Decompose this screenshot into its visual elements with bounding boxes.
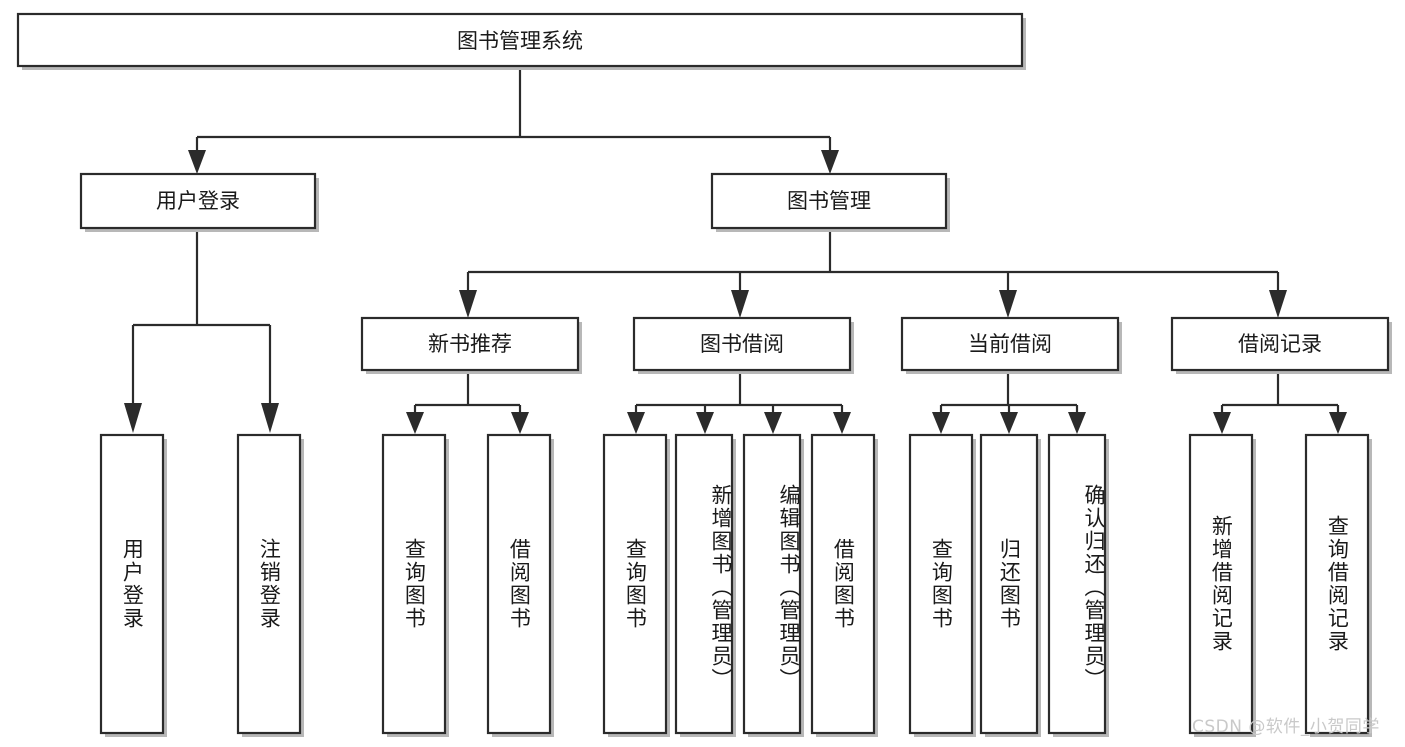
node-book-manage-box[interactable] <box>710 172 948 230</box>
node-borrow-record-label: 借阅记录 <box>1238 332 1322 356</box>
node-root-label: 图书管理系统 <box>457 29 583 53</box>
node-user-login-box[interactable] <box>79 172 317 230</box>
arrow-head-leaf-user-logout <box>261 403 279 433</box>
node-book-manage[interactable]: 图书管理 <box>710 172 950 232</box>
arrow-head-leaf-query-book-1 <box>406 412 424 434</box>
leaf-query-book-1-box[interactable] <box>381 433 447 735</box>
node-new-book-recommend-label: 新书推荐 <box>428 332 512 356</box>
arrow-head-borrow-record <box>1269 290 1287 318</box>
node-new-book-recommend-box[interactable] <box>360 316 580 372</box>
leaf-query-record-box[interactable] <box>1304 433 1370 735</box>
leaf-add-book-box[interactable] <box>674 433 734 735</box>
node-book-borrow-label: 图书借阅 <box>700 332 784 356</box>
node-current-borrow-box[interactable] <box>900 316 1120 372</box>
arrow-head-leaf-borrow-book-2 <box>833 412 851 434</box>
arrow-head-leaf-confirm-return <box>1068 412 1086 434</box>
leaf-edit-book-box[interactable] <box>742 433 802 735</box>
node-borrow-record-box[interactable] <box>1170 316 1390 372</box>
arrow-head-current-borrow <box>999 290 1017 318</box>
leaf-query-book-2-box[interactable] <box>602 433 668 735</box>
edges-group <box>124 66 1347 434</box>
arrow-head-leaf-query-book-2 <box>627 412 645 434</box>
arrow-head-new-book-recommend <box>459 290 477 318</box>
leaf-boxes-group <box>99 433 1372 737</box>
leaf-return-book-box[interactable] <box>979 433 1039 735</box>
leaf-confirm-return-box[interactable] <box>1047 433 1107 735</box>
arrow-head-book-manage <box>821 150 839 174</box>
leaf-borrow-book-1-box[interactable] <box>486 433 552 735</box>
arrow-head-user-login <box>188 150 206 174</box>
node-user-login-label: 用户登录 <box>156 189 240 213</box>
node-root-box[interactable] <box>16 12 1024 68</box>
csdn-watermark: CSDN @软件_小贺同学 <box>1192 717 1380 737</box>
arrow-head-leaf-query-record <box>1329 412 1347 434</box>
arrow-head-leaf-add-record <box>1213 412 1231 434</box>
node-book-manage-label: 图书管理 <box>787 189 871 213</box>
leaf-query-book-3-box[interactable] <box>908 433 974 735</box>
arrow-head-leaf-add-book <box>696 412 714 434</box>
node-book-borrow[interactable]: 图书借阅 <box>632 316 854 374</box>
node-current-borrow[interactable]: 当前借阅 <box>900 316 1122 374</box>
node-new-book-recommend[interactable]: 新书推荐 <box>360 316 582 374</box>
arrow-head-leaf-user-login <box>124 403 142 433</box>
arrow-head-leaf-query-book-3 <box>932 412 950 434</box>
node-current-borrow-label: 当前借阅 <box>968 332 1052 356</box>
node-root[interactable]: 图书管理系统 <box>16 12 1026 70</box>
arrow-head-leaf-return-book <box>1000 412 1018 434</box>
leaf-borrow-book-2-box[interactable] <box>810 433 876 735</box>
leaf-user-logout-box[interactable] <box>236 433 302 735</box>
leaf-add-record-box[interactable] <box>1188 433 1254 735</box>
arrow-head-book-borrow <box>731 290 749 318</box>
leaf-user-login-box[interactable] <box>99 433 165 735</box>
node-user-login[interactable]: 用户登录 <box>79 172 319 232</box>
node-book-borrow-box[interactable] <box>632 316 852 372</box>
node-borrow-record[interactable]: 借阅记录 <box>1170 316 1392 374</box>
arrow-head-leaf-borrow-book-1 <box>511 412 529 434</box>
arrow-head-leaf-edit-book <box>764 412 782 434</box>
